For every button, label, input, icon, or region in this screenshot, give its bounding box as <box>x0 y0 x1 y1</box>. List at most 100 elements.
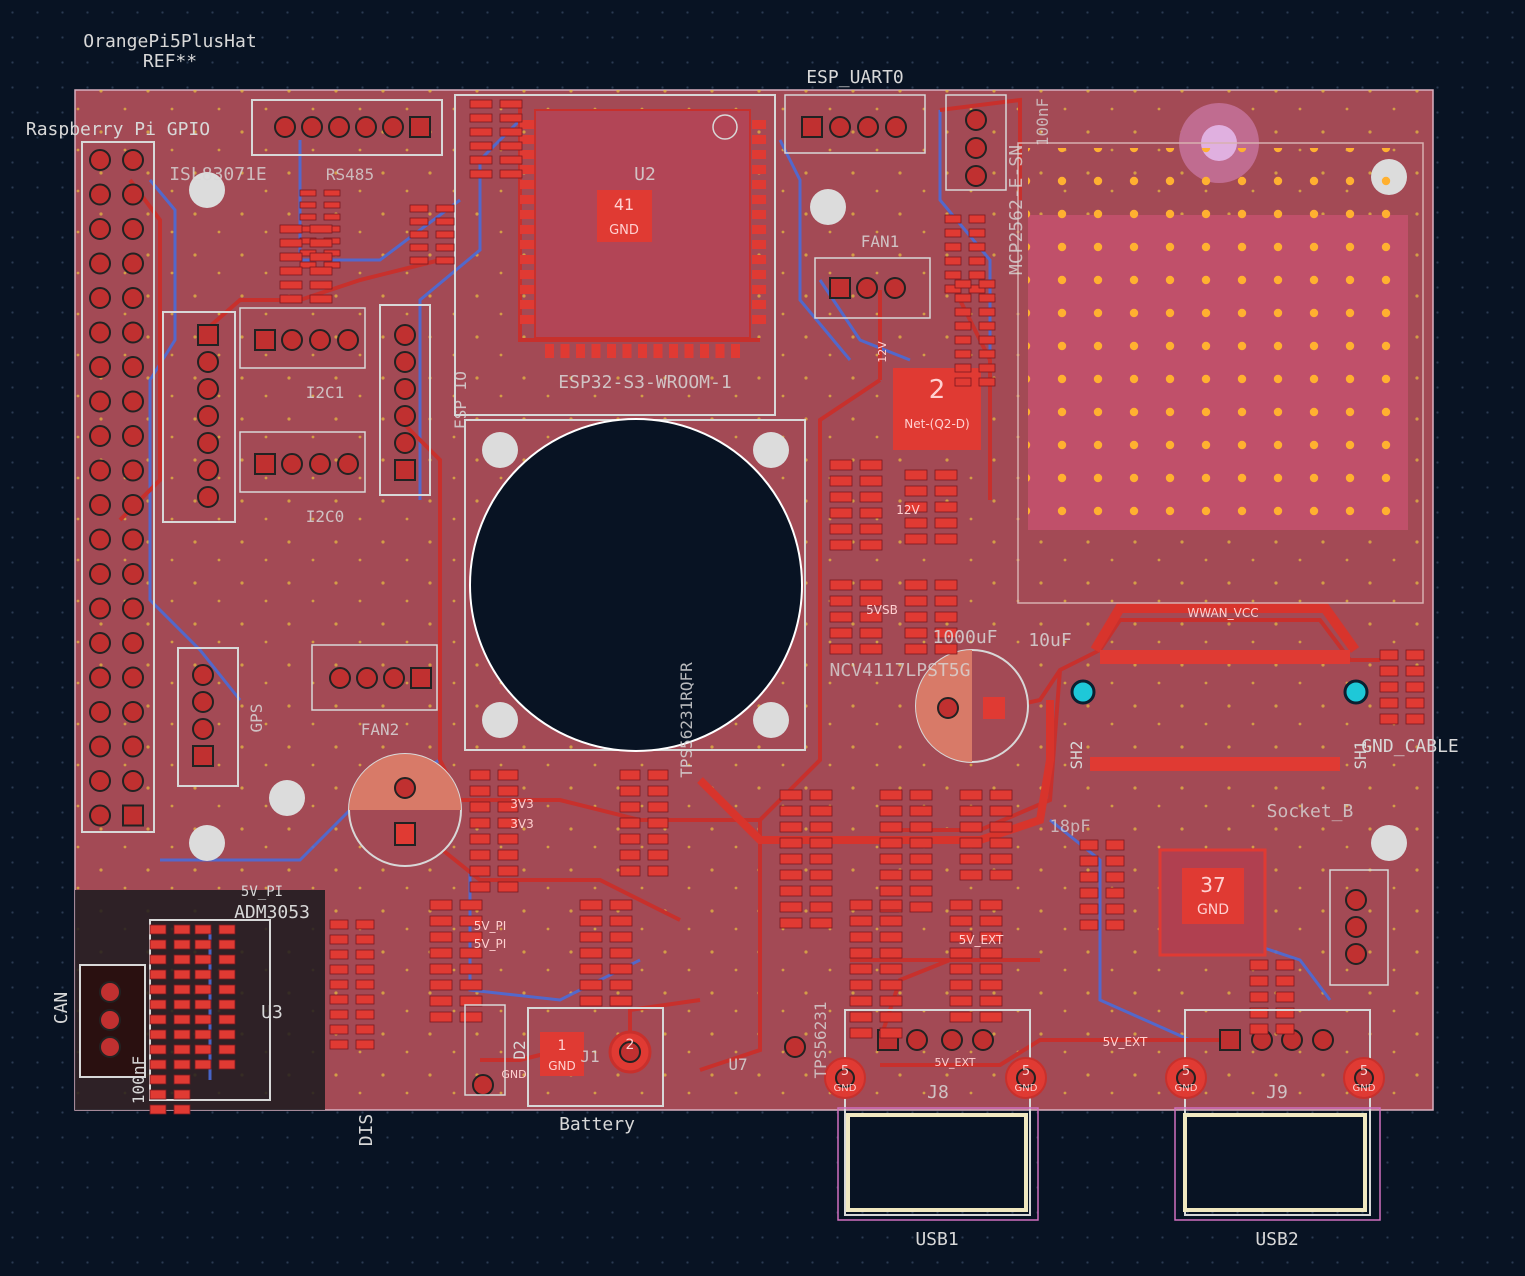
smd-pad[interactable] <box>469 155 493 165</box>
smd-pad[interactable] <box>329 994 349 1005</box>
usb1-header-pin[interactable] <box>906 1029 928 1051</box>
smd-pad[interactable] <box>329 919 349 930</box>
smd-pad[interactable] <box>954 349 972 359</box>
smd-pad[interactable] <box>1379 697 1399 709</box>
smd-pad[interactable] <box>879 885 903 897</box>
smd-pad[interactable] <box>859 491 883 503</box>
smd-pad[interactable] <box>459 979 483 991</box>
gpio-pin[interactable] <box>122 425 144 447</box>
esp32-pad[interactable] <box>520 255 534 264</box>
i2c1-pin[interactable] <box>254 329 276 351</box>
esp32-pad[interactable] <box>520 285 534 294</box>
smd-pad[interactable] <box>809 901 833 913</box>
can-pin[interactable] <box>99 1009 121 1031</box>
smd-pad[interactable] <box>1105 919 1125 931</box>
smd-pad[interactable] <box>309 280 333 290</box>
gps-pin[interactable] <box>192 664 214 686</box>
gpio-pin[interactable] <box>122 287 144 309</box>
smd-pad[interactable] <box>1079 919 1099 931</box>
fan1-pin[interactable] <box>829 277 851 299</box>
smd-pad[interactable] <box>429 963 453 975</box>
smd-pad[interactable] <box>609 947 633 959</box>
gpio-pin[interactable] <box>89 528 111 551</box>
gpio-side-pin[interactable] <box>197 405 219 427</box>
esp-uart-pin[interactable] <box>857 116 879 138</box>
gpio-pin[interactable] <box>89 390 111 413</box>
rs485-pin[interactable] <box>409 116 431 138</box>
smd-pad[interactable] <box>968 228 986 238</box>
smd-pad[interactable] <box>279 224 303 234</box>
gps-pin[interactable] <box>192 718 214 740</box>
smd-pad[interactable] <box>934 517 958 529</box>
smd-pad[interactable] <box>934 627 958 639</box>
smd-pad[interactable] <box>279 266 303 276</box>
smd-pad[interactable] <box>959 805 983 817</box>
smd-pad[interactable] <box>173 1104 191 1115</box>
smd-pad[interactable] <box>355 1009 375 1020</box>
esp32-pad[interactable] <box>545 344 554 358</box>
side-connector-pin[interactable] <box>1345 889 1367 911</box>
smd-pad[interactable] <box>859 539 883 551</box>
smd-pad[interactable] <box>329 949 349 960</box>
gpio-side-pin[interactable] <box>197 351 219 373</box>
smd-pad[interactable] <box>779 885 803 897</box>
smd-pad[interactable] <box>497 817 519 829</box>
smd-pad[interactable] <box>934 643 958 655</box>
smd-pad[interactable] <box>435 204 455 213</box>
smd-pad[interactable] <box>497 785 519 797</box>
smd-pad[interactable] <box>469 99 493 109</box>
gpio-pin[interactable] <box>89 287 111 309</box>
fan-mount-hole-br[interactable] <box>753 702 789 738</box>
esp32-pad[interactable] <box>638 344 647 358</box>
smd-pad[interactable] <box>149 939 167 950</box>
smd-pad[interactable] <box>829 595 853 607</box>
smd-pad[interactable] <box>849 1011 873 1023</box>
smd-pad[interactable] <box>497 865 519 877</box>
smd-pad[interactable] <box>989 837 1013 849</box>
smd-pad[interactable] <box>1275 991 1295 1003</box>
smd-pad[interactable] <box>829 643 853 655</box>
smd-pad[interactable] <box>934 579 958 591</box>
smd-pad[interactable] <box>1105 887 1125 899</box>
smd-pad[interactable] <box>779 901 803 913</box>
smd-pad[interactable] <box>849 1027 873 1039</box>
smd-pad[interactable] <box>859 611 883 623</box>
smd-pad[interactable] <box>978 349 996 359</box>
smd-pad[interactable] <box>1105 839 1125 851</box>
esp-io-pin[interactable] <box>394 378 416 400</box>
usb-shield-hole[interactable] <box>835 1068 855 1088</box>
esp32-pad[interactable] <box>520 195 534 204</box>
smd-pad[interactable] <box>609 915 633 927</box>
fan2-pin[interactable] <box>356 667 378 689</box>
gpio-side-pin[interactable] <box>197 378 219 400</box>
smd-pad[interactable] <box>934 501 958 513</box>
smd-pad[interactable] <box>879 805 903 817</box>
esp32-pad[interactable] <box>752 225 766 234</box>
smd-pad[interactable] <box>1275 975 1295 987</box>
smd-pad[interactable] <box>579 995 603 1007</box>
smd-pad[interactable] <box>459 899 483 911</box>
smd-pad[interactable] <box>1379 665 1399 677</box>
smd-pad[interactable] <box>579 963 603 975</box>
smd-pad[interactable] <box>809 869 833 881</box>
smd-pad[interactable] <box>829 507 853 519</box>
smd-pad[interactable] <box>429 979 453 991</box>
smd-pad[interactable] <box>978 279 996 289</box>
smd-pad[interactable] <box>809 917 833 929</box>
smd-pad[interactable] <box>859 459 883 471</box>
smd-pad[interactable] <box>934 611 958 623</box>
smd-pad[interactable] <box>355 919 375 930</box>
smd-pad[interactable] <box>218 984 236 995</box>
smd-pad[interactable] <box>194 999 212 1010</box>
esp32-pad[interactable] <box>752 300 766 309</box>
smd-pad[interactable] <box>459 931 483 943</box>
smd-pad[interactable] <box>194 954 212 965</box>
smd-pad[interactable] <box>469 113 493 123</box>
smd-pad[interactable] <box>949 947 973 959</box>
smd-pad[interactable] <box>954 335 972 345</box>
smd-pad[interactable] <box>859 523 883 535</box>
gpio-pin[interactable] <box>89 597 111 620</box>
smd-pad[interactable] <box>609 931 633 943</box>
usb2-header-pin[interactable] <box>1312 1029 1334 1051</box>
